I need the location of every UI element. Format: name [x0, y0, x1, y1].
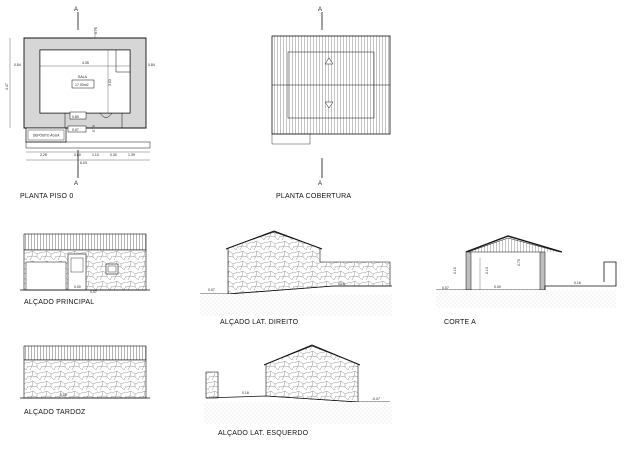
principal-level: 0.00 — [74, 285, 81, 289]
section-mark-top: A — [74, 7, 78, 13]
dim-chain-5: 1.39 — [128, 153, 135, 157]
lat-direito-level-right: 0.16 — [338, 282, 345, 286]
title-alcado-principal: ALÇADO PRINCIPAL — [24, 299, 95, 306]
dim-chain-2: 0.80 — [74, 153, 81, 157]
dim-top-gap: 0.75 — [94, 27, 98, 34]
room-label: SALA — [78, 75, 88, 79]
dim-chain-4: 0.30 — [110, 153, 117, 157]
roof-section-mark-top: A — [318, 7, 322, 13]
roof-section-mark-bottom: A — [318, 181, 322, 187]
dim-overall-height: 4.47 — [5, 83, 9, 90]
corte-level-mid: 0.00 — [494, 285, 501, 289]
corte-dim-c: 2.75 — [517, 259, 521, 266]
room-area: 17.00m2 — [75, 83, 89, 87]
tank-label: DEPÓSITO ÁGUA — [33, 133, 60, 138]
lat-esquerdo-level-left: 0.16 — [242, 391, 249, 395]
lat-esquerdo-level-right: -0.07 — [372, 397, 380, 401]
title-planta-cobertura: PLANTA COBERTURA — [276, 193, 352, 200]
alcado-principal-drawing: 0.00 0.07 — [20, 233, 150, 294]
dim-overall-width: 6.03 — [80, 161, 87, 165]
section-mark-bottom: A — [74, 181, 78, 187]
planta-cobertura-drawing: A A — [271, 7, 391, 187]
principal-level2: 0.07 — [90, 290, 97, 294]
dim-step-level: 0.07 — [72, 128, 79, 132]
alcado-tardoz-drawing: 0.16 — [20, 345, 150, 399]
title-alcado-lat-esquerdo: ALÇADO LAT. ESQUERDO — [218, 430, 309, 437]
corte-level-right: 0.16 — [574, 281, 581, 285]
lat-direito-level-left: 0.07 — [208, 288, 215, 292]
title-planta-piso0: PLANTA PISO 0 — [20, 193, 74, 200]
corte-level-left: 0.07 — [442, 286, 449, 290]
alcado-lat-esquerdo-drawing: 0.16 -0.07 — [204, 344, 392, 424]
dim-inner-width: 4.35 — [82, 61, 89, 65]
dim-inner-height: 3.03 — [108, 79, 112, 86]
corte-dim-a: 2.10 — [453, 267, 457, 274]
dim-left-wall: 0.84 — [14, 63, 21, 67]
title-alcado-lat-direito: ALÇADO LAT. DIREITO — [220, 319, 299, 326]
dim-door-sill: 0.80 — [72, 115, 79, 119]
dim-chain-3: 1.10 — [92, 153, 99, 157]
dim-chain-1: 2.28 — [40, 153, 47, 157]
alcado-lat-direito-drawing: 0.07 0.16 — [200, 230, 392, 316]
dim-step: 0.75 — [92, 125, 96, 132]
planta-piso0-drawing: A A SALA 17.00m2 0.80 0.07 0.75 DEPÓSITO… — [5, 7, 155, 187]
tardoz-level: 0.16 — [60, 393, 67, 397]
title-alcado-tardoz: ALÇADO TARDOZ — [24, 409, 86, 416]
corte-a-drawing: 2.10 2.13 2.75 0.07 0.00 0.16 — [436, 235, 617, 308]
title-corte-a: CORTE A — [444, 319, 477, 326]
corte-dim-b: 2.13 — [485, 267, 489, 274]
dim-right-wall: 0.84 — [148, 63, 155, 67]
